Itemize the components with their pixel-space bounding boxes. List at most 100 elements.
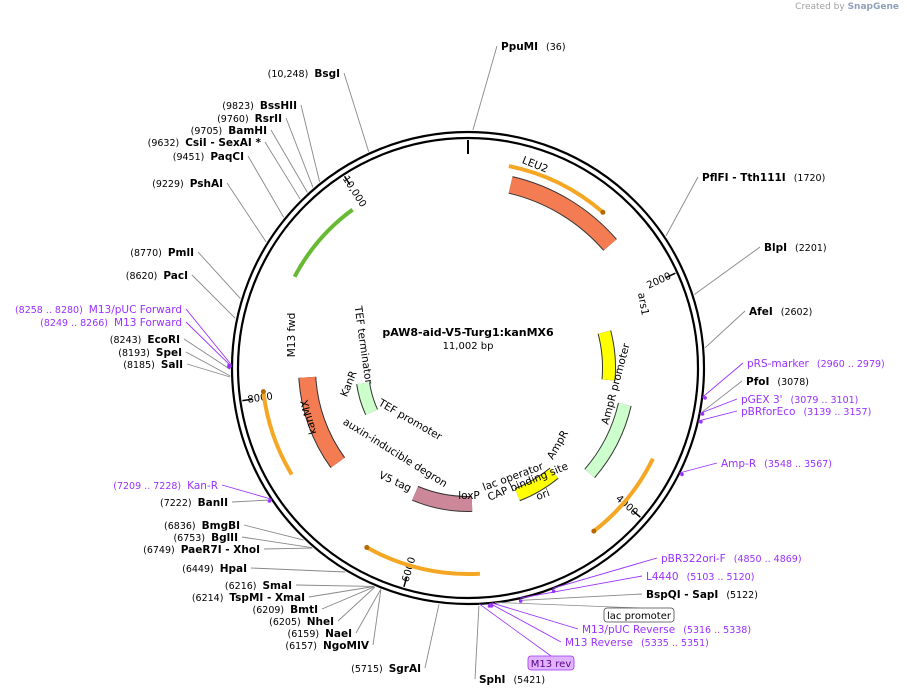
enzyme-leader-line [694, 246, 761, 295]
enzyme-leader-line [308, 586, 374, 598]
primer-site-marker [700, 412, 705, 416]
enzyme-name: SalI [161, 359, 183, 371]
enzyme-label: (9705)BamHI [191, 125, 267, 137]
enzyme-name: TspMI - XmaI [229, 592, 305, 604]
boxed-label: M13 rev [531, 659, 572, 670]
enzyme-position: (6749) [143, 545, 175, 556]
feature-aid [412, 486, 473, 511]
enzyme-position: (6159) [288, 629, 320, 640]
enzyme-name: PpuMI [501, 41, 538, 53]
enzyme-leader-line [701, 380, 743, 413]
scale-tick-label: 10,000 [340, 174, 368, 209]
primer-name: M13/pUC Forward [89, 304, 182, 316]
enzyme-leader-line [247, 155, 285, 218]
primer-label: L4440 (5103 .. 5120) [646, 571, 754, 583]
primer-name: M13/pUC Reverse [582, 624, 675, 636]
enzyme-leader-line [337, 586, 376, 622]
primer-name: pGEX 3' [741, 394, 783, 406]
enzyme-name: RsrII [255, 113, 282, 125]
enzyme-label: (8620)PacI [126, 270, 188, 282]
primer-label: (8258 .. 8280) M13/pUC Forward [15, 304, 182, 316]
primer-leader-line [697, 410, 738, 422]
scale-tick-label: 8000 [247, 391, 274, 406]
inner-label: TEF promoter [375, 397, 444, 444]
enzyme-position: (8185) [123, 360, 155, 371]
site-arc-end [600, 209, 606, 215]
scale-tick [343, 175, 351, 186]
green-feature-arc [292, 207, 354, 278]
primer-name: L4440 [646, 571, 679, 583]
enzyme-label: (8185) SalI [123, 359, 183, 371]
feature-ampr [585, 402, 631, 478]
enzyme-leader-line [226, 182, 267, 243]
primer-labels: (8258 .. 8280) M13/pUC Forward (8249 .. 82… [15, 304, 885, 671]
enzyme-position: (7222) [160, 498, 192, 509]
enzyme-label: (6157)NgoMIV [285, 640, 369, 652]
primer-site-marker [487, 604, 492, 608]
enzyme-label: BlpI(2201) [764, 242, 827, 254]
scale-tick [242, 398, 253, 402]
primer-position: (8249 .. 8266) [40, 318, 108, 329]
primer-position: (3079 .. 3101) [791, 395, 859, 406]
enzyme-leader-line [231, 499, 271, 503]
enzyme-position: (9451) [173, 152, 205, 163]
enzyme-leader-line [270, 129, 308, 193]
enzyme-position: (5122) [726, 590, 758, 601]
backbone-outer-ring [230, 130, 706, 606]
primer-name: M13 Forward [114, 317, 182, 329]
enzyme-label: (6159)NaeI [288, 628, 353, 640]
enzyme-leader-line [321, 586, 375, 610]
primer-leader-line [701, 362, 744, 398]
primer-position: (5316 .. 5338) [683, 625, 751, 636]
enzyme-position: (8770) [130, 248, 162, 259]
plasmid-length: 11,002 bp [443, 341, 494, 352]
inner-label: ars1 [635, 292, 651, 317]
enzyme-name: BanII [198, 497, 228, 509]
boxed-label-leader [494, 602, 640, 609]
site-arc-end [591, 528, 597, 534]
enzyme-leader-line [263, 547, 313, 550]
primer-position: (5335 .. 5351) [641, 638, 709, 649]
primer-position: (8258 .. 8280) [15, 305, 83, 316]
enzyme-position: (1720) [794, 173, 826, 184]
snapgene-credit: Created by SnapGene [795, 2, 899, 12]
primer-position: (3139 .. 3157) [803, 407, 871, 418]
enzyme-name: SpeI [156, 347, 182, 359]
enzyme-label: (9760)RsrII [217, 113, 282, 125]
enzyme-label: (8243)EcoRI [110, 334, 180, 346]
feature-kanr [357, 382, 378, 415]
feature-arcs [260, 164, 655, 577]
enzyme-label: (6753)BglII [173, 532, 238, 544]
inner-label: AmpR [545, 428, 571, 461]
primer-position: (5103 .. 5120) [687, 572, 755, 583]
enzyme-name: HpaI [220, 563, 247, 575]
primer-leader-line [552, 557, 658, 589]
enzyme-label: (8770)PmlI [130, 247, 194, 259]
primer-leader-line [221, 484, 273, 500]
site-arc [365, 545, 481, 577]
snapgene-logo: SnapGene [847, 2, 899, 12]
enzyme-leader-line [665, 176, 699, 237]
primer-position: (4850 .. 4869) [734, 554, 802, 565]
enzyme-name: BlpI [764, 242, 787, 254]
scale-tick [665, 272, 676, 279]
enzyme-position: (6157) [285, 641, 317, 652]
enzyme-name: BspQI - SapI [646, 589, 718, 601]
credit-prefix: Created by [795, 2, 845, 12]
enzyme-label: (6205)NheI [269, 616, 334, 628]
boxed-label-frame [603, 607, 675, 623]
primer-name: pBR322ori-F [661, 553, 726, 565]
plasmid-name: pAW8-aid-V5-Turg1:kanMX6 [382, 326, 554, 339]
primer-label: pGEX 3' (3079 .. 3101) [741, 394, 858, 406]
enzyme-leader-line [191, 274, 236, 319]
enzyme-leader-line [474, 605, 480, 680]
enzyme-labels: PpuMI(36)(10,248)BsgI(9823)BssHII(9760)R… [110, 41, 827, 686]
primer-position: (3548 .. 3567) [764, 459, 832, 470]
enzyme-name: BsgI [314, 68, 340, 80]
enzyme-leader-line [424, 604, 440, 669]
enzyme-label: BspQI - SapI (5122) [646, 589, 758, 601]
primer-name: Amp-R [721, 458, 756, 470]
enzyme-label: (9632)CsiI - SexAI * [148, 137, 262, 149]
enzyme-leader-line [295, 584, 374, 587]
